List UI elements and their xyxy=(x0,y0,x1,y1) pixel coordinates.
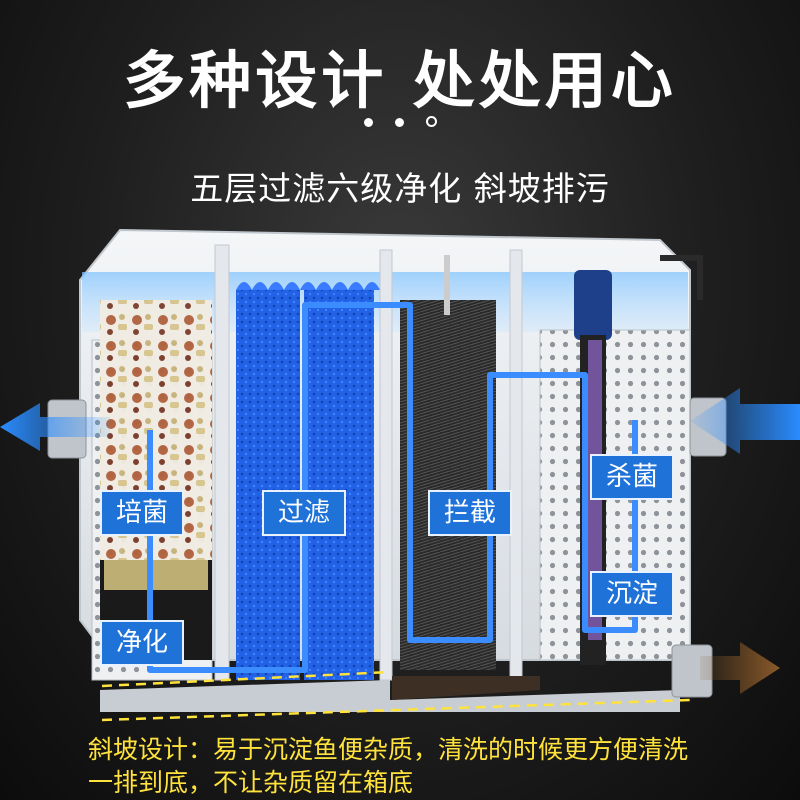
drain-arrow-icon xyxy=(700,642,780,694)
pump-body xyxy=(574,270,612,340)
dot-1 xyxy=(363,118,373,127)
outflow-arrow-icon xyxy=(0,403,110,451)
dot-2 xyxy=(394,118,404,127)
footer-line-2: 一排到底，不让杂质留在箱底 xyxy=(88,768,414,797)
slope-guide-line-2 xyxy=(101,670,391,688)
divider-3 xyxy=(509,249,523,681)
sloped-bottom xyxy=(100,680,680,712)
filter-brush xyxy=(400,300,496,670)
brush-handle xyxy=(444,255,450,315)
label-settle: 沉淀 xyxy=(590,571,675,617)
water-flow-path xyxy=(147,302,638,673)
divider-2 xyxy=(379,249,393,681)
label-intercept: 拦截 xyxy=(428,490,513,536)
sponge-1 xyxy=(236,290,300,680)
yellow-media xyxy=(104,560,208,590)
slope-guide-line xyxy=(101,698,691,722)
inflow-arrow-icon xyxy=(690,388,800,454)
sponge-2 xyxy=(304,290,374,680)
overflow-pipe xyxy=(660,255,703,300)
label-sterilize: 杀菌 xyxy=(590,454,675,500)
divider-1 xyxy=(214,244,230,681)
label-culture: 培菌 xyxy=(100,490,185,536)
dot-3 xyxy=(425,116,437,127)
label-purify: 净化 xyxy=(100,620,185,666)
pager-dots xyxy=(0,112,800,131)
subtitle: 五层过滤六级净化 斜坡排污 xyxy=(190,169,610,208)
label-filter: 过滤 xyxy=(262,490,347,536)
page-title: 多种设计 处处用心 xyxy=(123,44,677,117)
sludge xyxy=(392,676,540,700)
footer-line-1: 斜坡设计：易于沉淀鱼便杂质，清洗的时候更方便清洗 xyxy=(88,735,689,764)
sponge-top-waves xyxy=(236,282,380,290)
